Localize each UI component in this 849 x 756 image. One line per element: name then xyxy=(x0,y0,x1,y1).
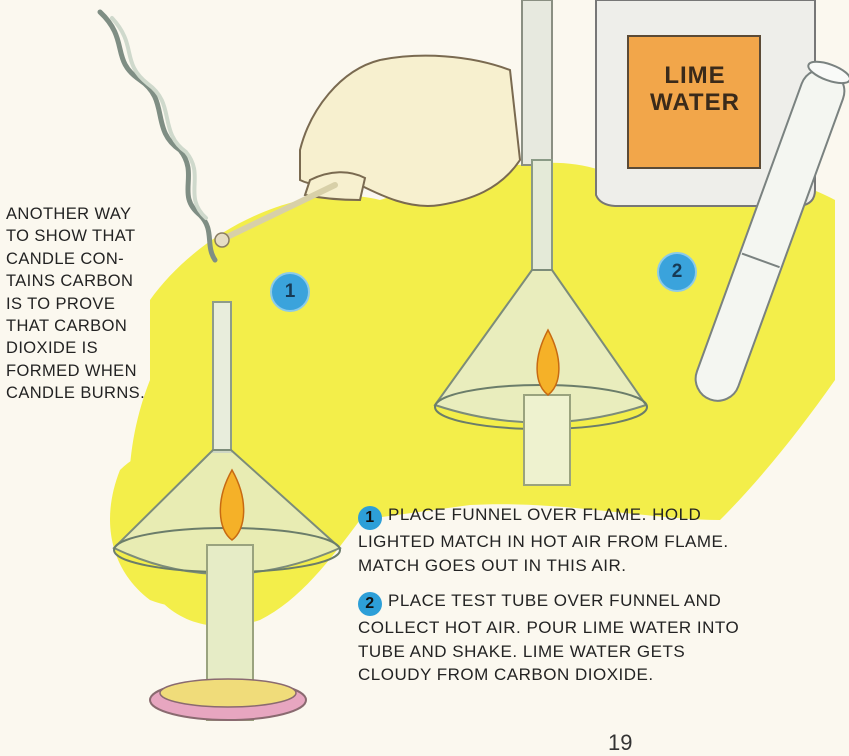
lime-label-line-2: WATER xyxy=(640,89,750,116)
instruction-steps: 1 PLACE FUNNEL OVER FLAME. HOLD LIGHTED M… xyxy=(358,503,830,699)
stand-pole xyxy=(522,0,552,165)
step-2-line-4: CLOUDY FROM CARBON DIOXIDE. xyxy=(358,663,830,687)
match-head xyxy=(215,233,229,247)
intro-line: CANDLE CON- xyxy=(6,248,182,270)
intro-line: CANDLE BURNS. xyxy=(6,382,182,404)
step-1: 1 PLACE FUNNEL OVER FLAME. HOLD LIGHTED M… xyxy=(358,503,830,577)
step-1-number: 1 xyxy=(358,506,382,530)
candle-2-body xyxy=(524,395,570,485)
step-2-line-1: 2 PLACE TEST TUBE OVER FUNNEL AND xyxy=(358,589,830,616)
intro-text: ANOTHER WAY TO SHOW THAT CANDLE CON- TAI… xyxy=(6,203,182,405)
step-1-line-3: MATCH GOES OUT IN THIS AIR. xyxy=(358,554,830,578)
intro-line: FORMED WHEN xyxy=(6,360,182,382)
step-2-text-1: PLACE TEST TUBE OVER FUNNEL AND xyxy=(388,591,721,610)
lime-water-label: LIME WATER xyxy=(640,62,750,116)
step-1-line-2: LIGHTED MATCH IN HOT AIR FROM FLAME. xyxy=(358,530,830,554)
page-number: 19 xyxy=(608,730,632,756)
step-2-number: 2 xyxy=(358,592,382,616)
step-2-badge: 2 xyxy=(657,252,697,292)
intro-line: TAINS CARBON xyxy=(6,270,182,292)
intro-line: IS TO PROVE xyxy=(6,293,182,315)
intro-line: DIOXIDE IS xyxy=(6,337,182,359)
step-2-line-3: TUBE AND SHAKE. LIME WATER GETS xyxy=(358,640,830,664)
lime-label-line-1: LIME xyxy=(640,62,750,89)
step-1-badge: 1 xyxy=(270,272,310,312)
intro-line: TO SHOW THAT xyxy=(6,225,182,247)
step-1-line-1: 1 PLACE FUNNEL OVER FLAME. HOLD xyxy=(358,503,830,530)
funnel-1-stem xyxy=(213,302,231,452)
step-2: 2 PLACE TEST TUBE OVER FUNNEL AND COLLECT… xyxy=(358,589,830,687)
step-1-text-1: PLACE FUNNEL OVER FLAME. HOLD xyxy=(388,505,701,524)
intro-line: ANOTHER WAY xyxy=(6,203,182,225)
candle-1-dish-top xyxy=(160,679,296,707)
step-2-line-2: COLLECT HOT AIR. POUR LIME WATER INTO xyxy=(358,616,830,640)
funnel-2-stem xyxy=(532,160,552,270)
intro-line: THAT CARBON xyxy=(6,315,182,337)
